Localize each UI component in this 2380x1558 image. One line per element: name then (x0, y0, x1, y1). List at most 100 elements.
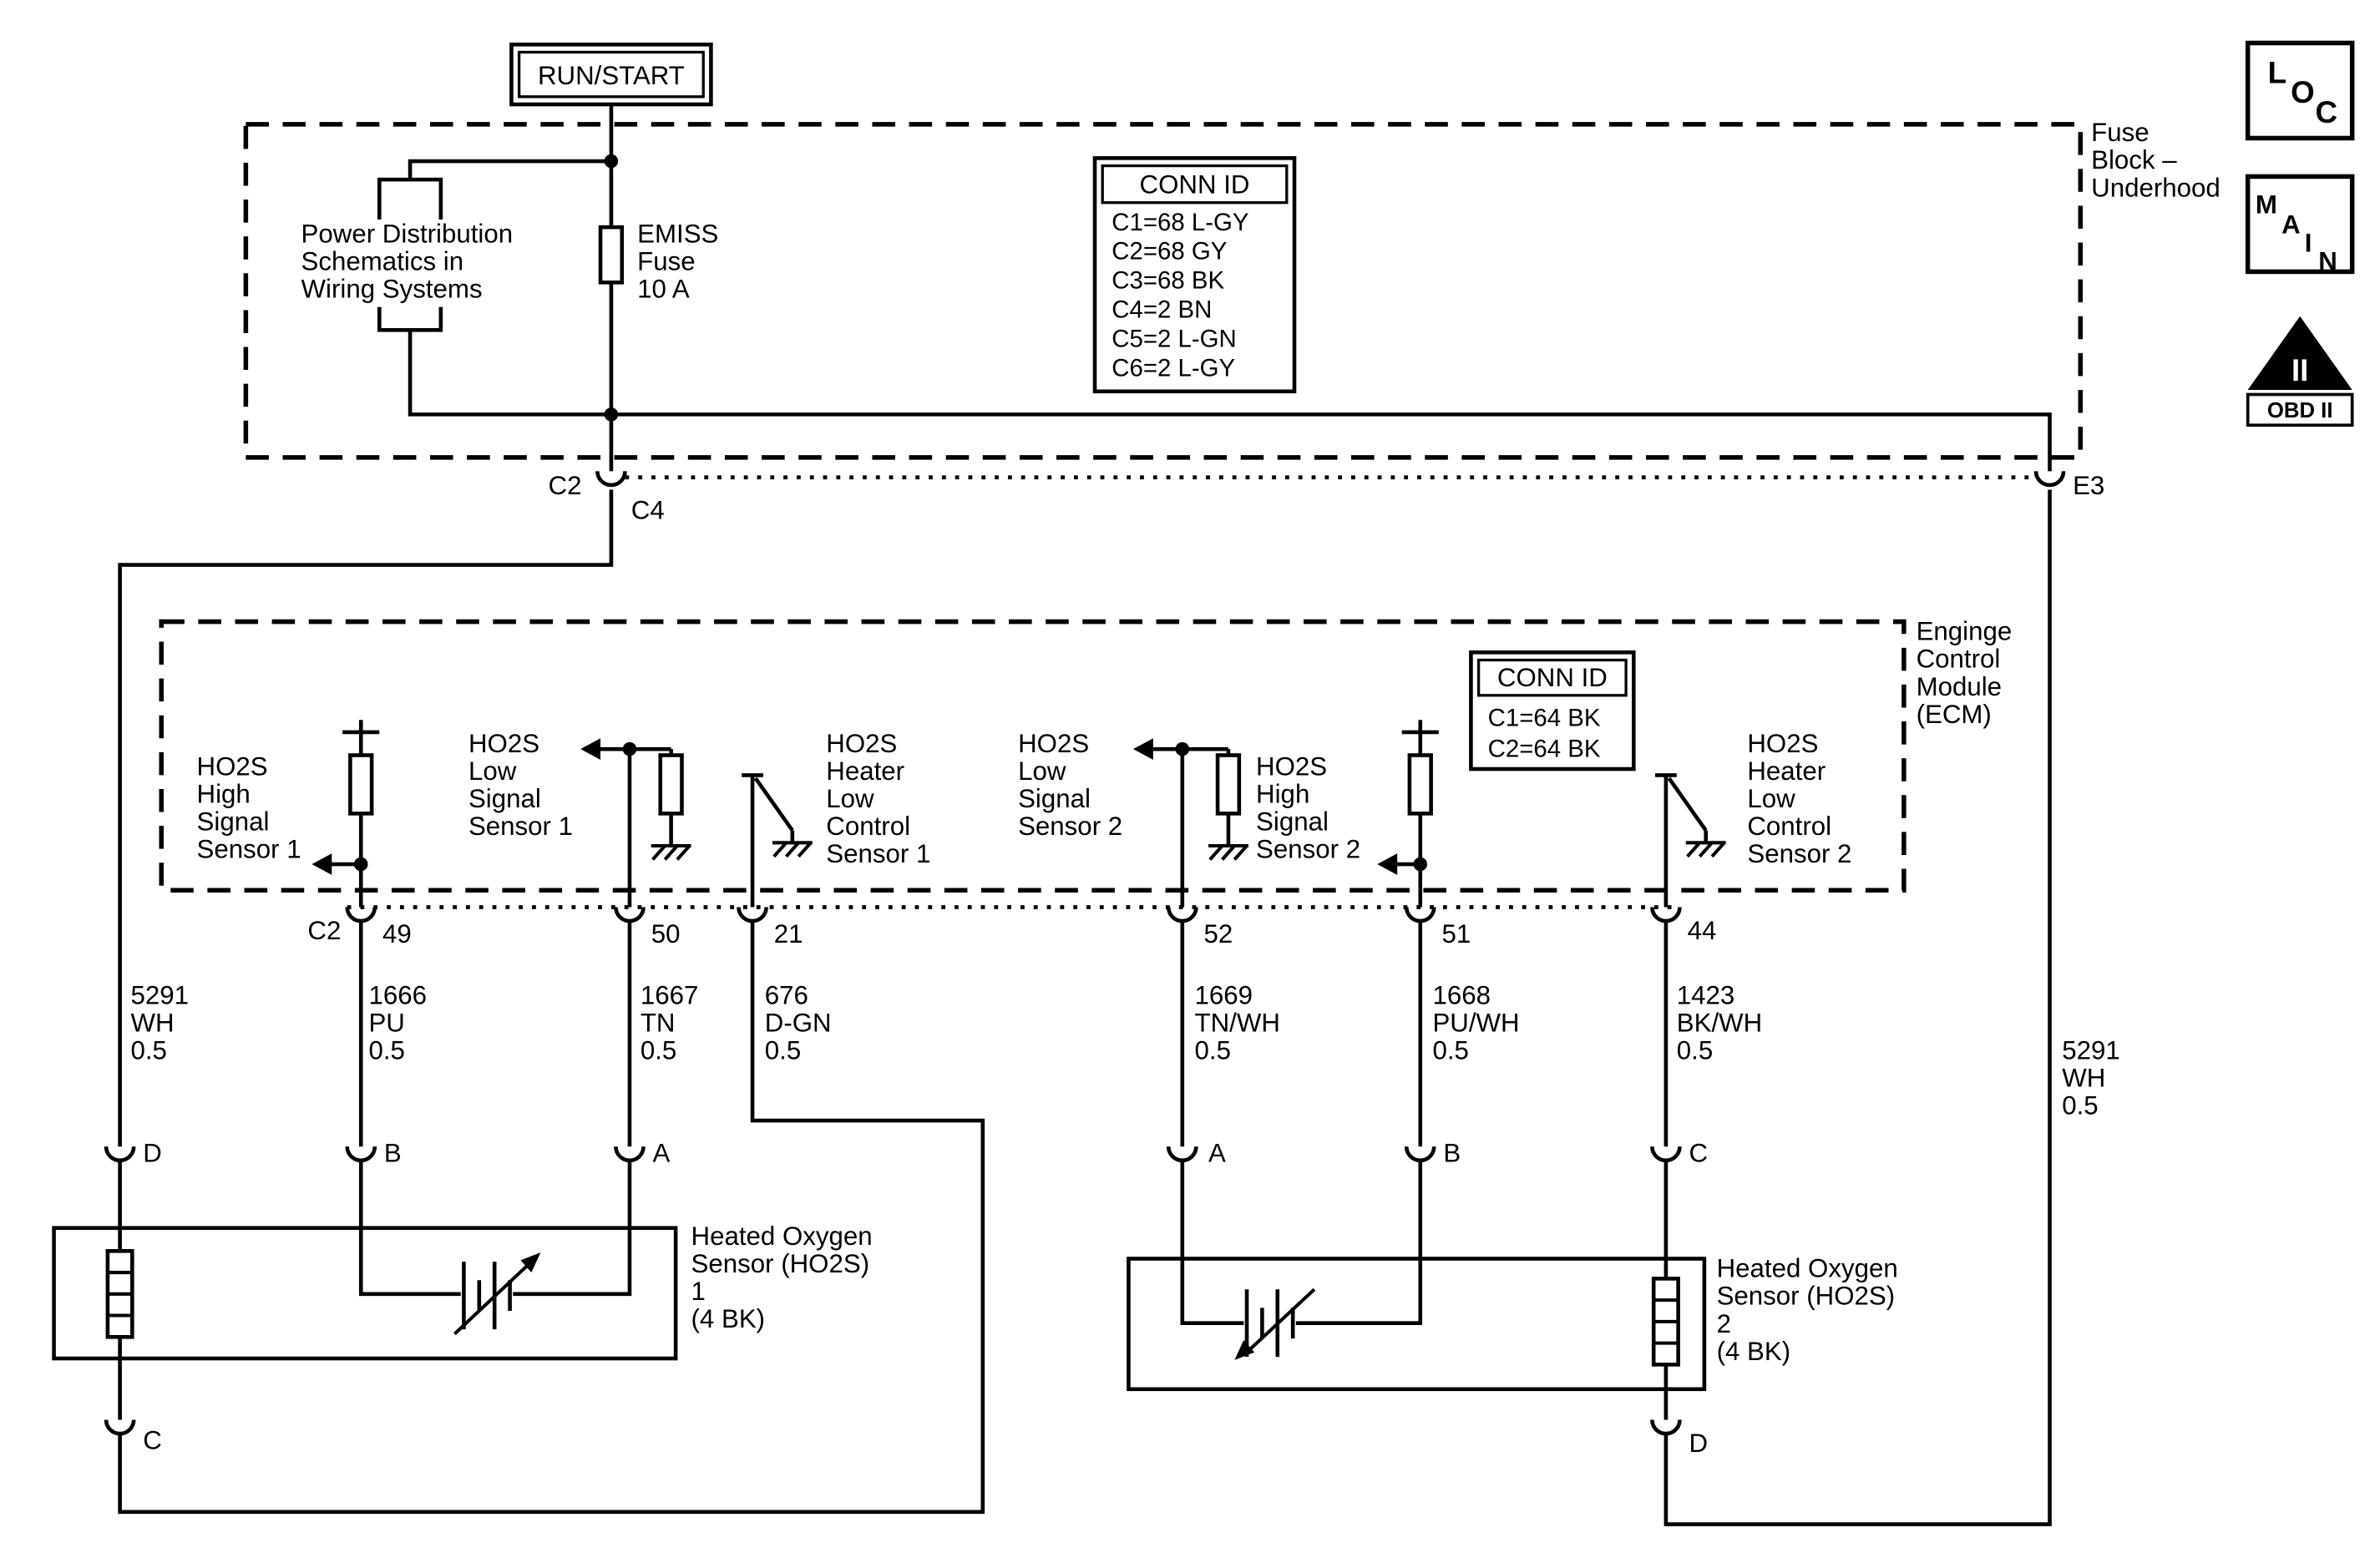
loc-letter-o: O (2291, 75, 2315, 109)
sensor1-pin-a-label: A (653, 1139, 671, 1168)
ground-icon (1685, 841, 1726, 858)
fuse-block-connector-row: C2 C4 E3 (549, 471, 2105, 524)
run-start-block: RUN/START (509, 43, 713, 228)
resistor-symbol (1407, 753, 1433, 816)
connector-c4-label: C4 (631, 495, 665, 524)
sensor1-box (52, 1226, 678, 1361)
wire-676 (118, 921, 985, 1515)
sensor2-label-line4: (4 BK) (1717, 1337, 1791, 1366)
driver-switch-blade (1667, 776, 1709, 843)
sensor2-label-line3: 2 (1717, 1309, 1731, 1338)
ecm-conn-id-row1: C1=64 BK (1488, 705, 1601, 732)
power-dist-line2: Schematics in (301, 247, 464, 276)
wire-1423-gauge: 0.5 (1677, 1036, 1713, 1065)
branch1-label-line2: High (197, 779, 251, 808)
reference-tee-symbol (342, 720, 380, 756)
wire-1668-gauge: 0.5 (1432, 1036, 1468, 1065)
branch2-label-line1: HO2S (468, 729, 539, 758)
obd-label-box (2246, 392, 2354, 427)
resistor-symbol (348, 753, 374, 816)
ecm-conn-id-outer-box (1469, 650, 1636, 771)
obd-triangle (2247, 316, 2352, 390)
ecm-conn-id-row2: C2=64 BK (1488, 735, 1601, 762)
sensor1-pin-d-label: D (143, 1139, 162, 1168)
ecm-name-line4: (ECM) (1917, 700, 1992, 729)
ecm-name-line3: Module (1917, 672, 2002, 701)
branch3-label-line3: Low (826, 784, 874, 813)
branch4-label-line3: Signal (1018, 784, 1091, 813)
conn-id-row3: C3=68 BK (1112, 267, 1224, 295)
element-wires (1180, 1160, 1423, 1326)
wire-1669-circuit: 1669 (1195, 980, 1253, 1009)
ground-icon (772, 841, 813, 858)
element-wires (358, 1160, 632, 1297)
harness-wires: 1666 PU 0.5 1667 TN 0.5 676 D-GN 0.5 166… (104, 921, 1762, 1515)
fuse-label-line2: Fuse (637, 247, 695, 276)
connector-c2-label: C2 (549, 471, 582, 500)
branch4-label-line2: Low (1018, 756, 1066, 786)
ecm-branch-high-signal-1: HO2S High Signal Sensor 1 (197, 720, 380, 908)
heater-element-icon (105, 1249, 134, 1339)
main-letter-n: N (2318, 247, 2337, 276)
branch5-label-line3: Signal (1256, 807, 1329, 837)
connector-c2-c4 (595, 471, 627, 488)
wire-1666-color: PU (368, 1008, 404, 1037)
sensor2-label-line1: Heated Oxygen (1717, 1254, 1898, 1283)
ecm-branch-heater-control-2: HO2S Heater Low Control Sensor 2 (1655, 729, 1851, 908)
main-letter-i: I (2305, 229, 2312, 258)
conn-id-title-box (1101, 164, 1289, 205)
variable-arrow-icon (1234, 1339, 1255, 1360)
fuse-block-name-line2: Block – (2091, 145, 2177, 175)
wire-5291-left-gauge: 0.5 (130, 1036, 166, 1065)
resistor-symbol (658, 753, 684, 816)
power-dist-line1: Power Distribution (301, 219, 514, 248)
branch3-label-line1: HO2S (826, 729, 897, 758)
feed-wires: 5291 WH 0.5 5291 WH 0.5 (118, 489, 2120, 1526)
sensor1-label-line3: 1 (691, 1277, 706, 1306)
ecm-conn-id-title: CONN ID (1497, 663, 1608, 692)
power-dist-text-mask (291, 219, 534, 307)
ho2s-sensor-2: Heated Oxygen Sensor (HO2S) 2 (4 BK) D (1127, 1160, 1898, 1458)
branch3-label-line2: Heater (826, 756, 904, 786)
obd-triangle-text: II (2291, 353, 2308, 387)
wire-5291-right-gauge: 0.5 (2062, 1091, 2098, 1120)
fuse-block-boundary (243, 122, 2084, 460)
loc-letter-c: C (2316, 95, 2338, 129)
offpage-arrow-icon (1132, 738, 1153, 761)
main-icon: M A I N (2245, 174, 2355, 276)
wire-1423-circuit: 1423 (1677, 980, 1735, 1009)
sensor1-pin-c-label: C (143, 1425, 162, 1454)
connector-sensor2-d (1650, 1419, 1682, 1436)
sensor2-pin-d-label: D (1689, 1429, 1708, 1458)
branch4-label-line4: Sensor 2 (1018, 812, 1122, 841)
conn-id-row4: C4=2 BN (1112, 296, 1212, 324)
wire-1667-color: TN (641, 1008, 676, 1037)
fuse-block-conn-id: CONN ID C1=68 L-GY C2=68 GY C3=68 BK C4=… (1092, 156, 1297, 394)
wire-1668-circuit: 1668 (1432, 980, 1491, 1009)
heater-element-icon (1651, 1277, 1680, 1367)
wire-5291-left-circuit: 5291 (130, 980, 189, 1009)
ecm-name-line1: Enginge (1917, 617, 2013, 646)
branch2-label-line2: Low (468, 756, 517, 786)
sensor1-label-line1: Heated Oxygen (691, 1222, 873, 1251)
conn-id-row6: C6=2 L-GY (1112, 354, 1235, 382)
resistor-symbol (1215, 753, 1242, 816)
branch6-label-line3: Low (1747, 784, 1795, 813)
obd-label-text: OBD II (2267, 399, 2333, 422)
conn-id-row1: C1=68 L-GY (1112, 209, 1248, 236)
obd-ii-icon: II OBD II (2246, 316, 2354, 427)
branch1-label-line3: Signal (197, 807, 270, 837)
branch1-label-line4: Sensor 1 (197, 835, 301, 864)
wire-1667-gauge: 0.5 (641, 1036, 676, 1065)
loc-letter-l: L (2268, 55, 2286, 89)
branch6-label-line4: Control (1747, 812, 1831, 841)
wire-1666-gauge: 0.5 (368, 1036, 404, 1065)
ecm-branch-high-signal-2: HO2S High Signal Sensor 2 (1256, 720, 1439, 908)
sensor2-pin-c-label: C (1689, 1139, 1708, 1168)
ecm-connector-c2-label: C2 (307, 916, 341, 945)
pin-21-label: 21 (774, 919, 803, 948)
conn-id-title: CONN ID (1140, 170, 1250, 200)
wire-1669-gauge: 0.5 (1195, 1036, 1231, 1065)
run-start-label: RUN/START (538, 61, 685, 90)
